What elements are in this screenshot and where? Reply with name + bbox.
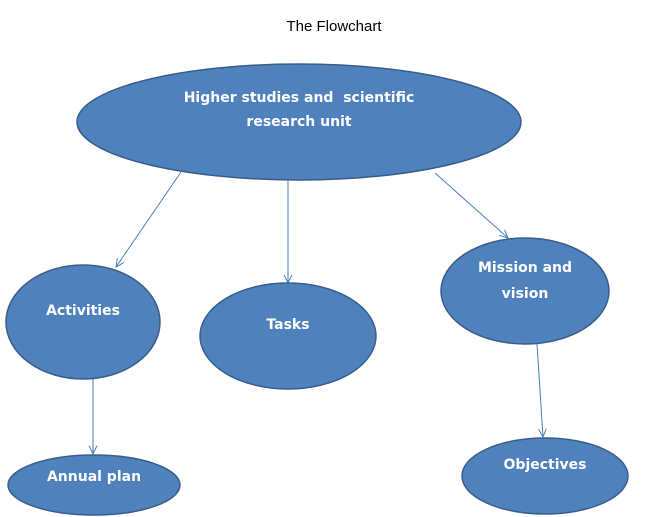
- node-label: research unit: [246, 114, 351, 130]
- edges-layer: [88, 171, 547, 456]
- nodes-layer: Higher studies and scientific research un…: [5, 63, 629, 516]
- diagram-title: The Flowchart: [286, 18, 382, 35]
- arrowhead-icon: [88, 445, 98, 456]
- node-label: Objectives: [504, 457, 587, 473]
- node-objectives[interactable]: Objectives: [461, 437, 629, 515]
- node-label: Mission and: [478, 260, 572, 276]
- edge-unit-to-tasks: [283, 180, 293, 285]
- edge-mission-to-objectives: [536, 343, 547, 439]
- edge-line: [434, 172, 509, 239]
- edge-line: [536, 343, 544, 438]
- arrowhead-icon: [538, 428, 547, 439]
- edge-activities-to-annual-plan: [88, 379, 98, 456]
- node-annual-plan[interactable]: Annual plan: [7, 454, 181, 516]
- node-ellipse: [7, 454, 181, 516]
- node-ellipse: [199, 282, 377, 390]
- node-mission[interactable]: Mission and vision: [440, 237, 610, 345]
- edge-unit-to-activities: [115, 171, 182, 268]
- node-ellipse: [5, 264, 161, 380]
- arrowhead-icon: [499, 229, 509, 239]
- node-label: Activities: [46, 303, 120, 319]
- edge-unit-to-mission: [434, 172, 509, 239]
- node-label: vision: [502, 286, 549, 302]
- edge-line: [115, 171, 182, 268]
- node-activities[interactable]: Activities: [5, 264, 161, 380]
- node-label: Tasks: [266, 317, 309, 333]
- node-ellipse: [440, 237, 610, 345]
- node-tasks[interactable]: Tasks: [199, 282, 377, 390]
- node-ellipse: [461, 437, 629, 515]
- node-unit[interactable]: Higher studies and scientific research un…: [76, 63, 522, 181]
- node-label: Annual plan: [47, 469, 141, 485]
- node-ellipse: [76, 63, 522, 181]
- arrowhead-icon: [115, 258, 125, 268]
- node-label: Higher studies and scientific: [184, 90, 415, 106]
